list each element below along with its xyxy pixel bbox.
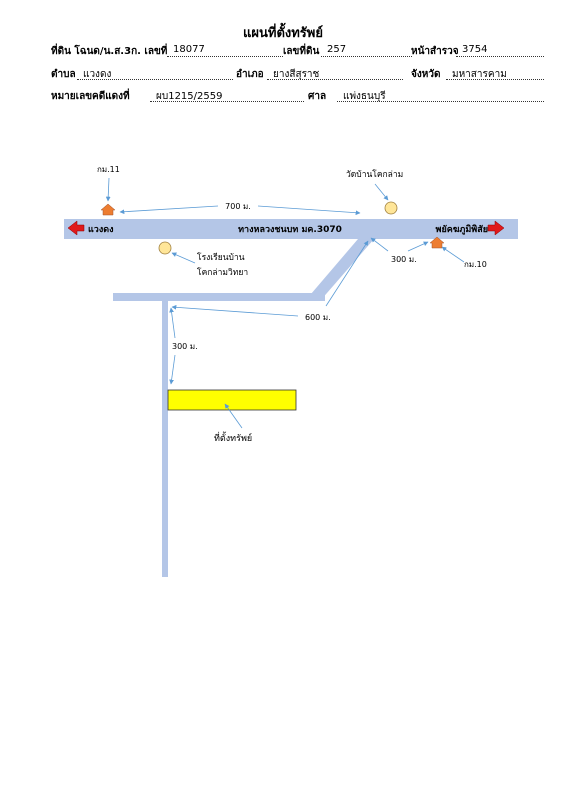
parcel-label: เลขที่ดิน <box>283 46 320 57</box>
province-value: มหาสารคาม <box>446 67 544 80</box>
temple-icon <box>384 201 398 215</box>
court-value: แพ่งธนบุรี <box>337 89 544 102</box>
dist-east-label: 300 ม. <box>391 255 417 264</box>
subdistrict-value: แวงดง <box>77 67 233 80</box>
temple-label: วัดบ้านโคกล่าม <box>346 169 403 180</box>
survey-number: 3754 <box>456 44 544 57</box>
km-marker-east-label: กม.10 <box>464 260 487 269</box>
km-marker-west-label: กม.11 <box>97 165 120 174</box>
diagonal-road <box>305 239 374 301</box>
case-label: หมายเลขคดีแดงที่ <box>51 91 130 102</box>
property-label: ที่ตั้งทรัพย์ <box>214 431 252 444</box>
km-marker-icon <box>429 236 445 249</box>
school-label-line2: โคกล่ามวิทยา <box>197 267 248 278</box>
deed-number: 18077 <box>167 44 283 57</box>
side-road <box>162 301 168 577</box>
deed-label: ที่ดิน โฉนด/น.ส.3ก. เลขที่ <box>51 46 168 57</box>
school-icon <box>158 241 172 255</box>
location-row: ตำบล แวงดง อำเภอ ยางสีสุราช จังหวัด มหาส… <box>51 67 544 83</box>
subdistrict-label: ตำบล <box>51 69 76 80</box>
dist-side-road-label: 300 ม. <box>172 342 198 351</box>
province-label: จังหวัด <box>411 69 441 80</box>
west-destination: แวงดง <box>88 225 114 235</box>
road-name: ทางหลวงชนบท มค.3070 <box>238 225 342 235</box>
west-arrow-icon <box>67 220 85 236</box>
page-title: แผนที่ตั้งทรัพย์ <box>243 26 323 41</box>
dist-junction-label: 600 ม. <box>305 313 331 322</box>
east-arrow-icon <box>487 220 505 236</box>
east-destination: พยัคฆภูมิพิสัย <box>436 224 488 235</box>
case-number: ผบ1215/2559 <box>150 89 304 102</box>
survey-label: หน้าสำรวจ <box>411 46 459 57</box>
property-plot <box>167 389 297 411</box>
dist-markers-label: 700 ม. <box>225 202 251 211</box>
km-marker-icon <box>100 203 116 216</box>
case-row: หมายเลขคดีแดงที่ ผบ1215/2559 ศาล แพ่งธนบ… <box>51 89 544 105</box>
court-label: ศาล <box>308 91 327 102</box>
district-label: อำเภอ <box>236 69 264 80</box>
main-road <box>64 219 518 239</box>
deed-row: ที่ดิน โฉนด/น.ส.3ก. เลขที่ 18077 เลขที่ด… <box>51 44 544 60</box>
parcel-number: 257 <box>321 44 412 57</box>
school-label-line1: โรงเรียนบ้าน <box>197 252 245 263</box>
connector-road <box>113 293 325 301</box>
district-value: ยางสีสุราช <box>267 67 403 80</box>
